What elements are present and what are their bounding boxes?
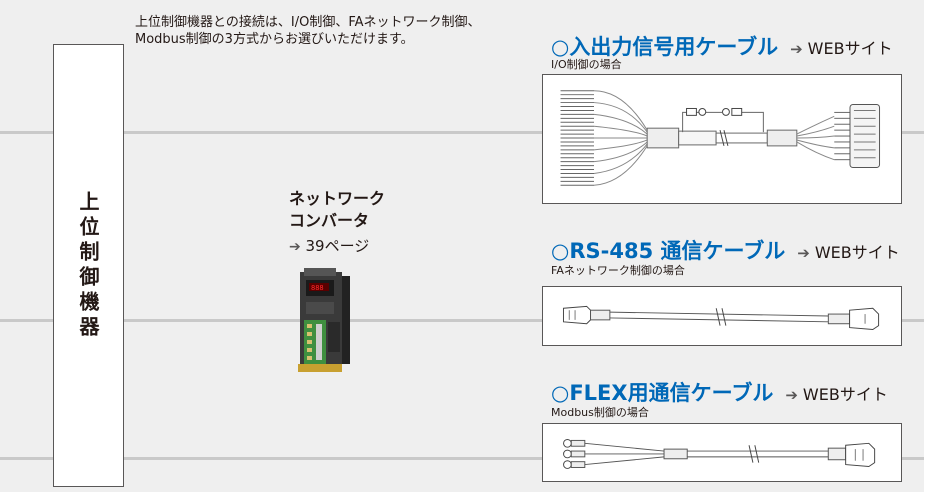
cable-flex-title: ○ FLEX用通信ケーブル ➔ WEBサイト [551, 377, 888, 407]
cable-io-title: ○ 入出力信号用ケーブル ➔ WEBサイト [551, 31, 893, 61]
arrow-right-icon: ➔ [797, 244, 810, 262]
svg-text:888: 888 [311, 284, 324, 292]
circle-bullet-icon: ○ [551, 381, 570, 405]
cable-rs485-web-link[interactable]: WEBサイト [814, 243, 900, 262]
flex-cable-drawing [563, 438, 876, 469]
cable-flex-name: FLEX用通信ケーブル [569, 381, 774, 405]
arrow-right-icon: ➔ [289, 239, 301, 255]
cable-io-case: I/O制御の場合 [551, 58, 622, 71]
cable-io-web-link[interactable]: WEBサイト [807, 39, 893, 58]
cable-io-image-box [542, 74, 902, 204]
connection-line-io-left [0, 131, 543, 134]
cable-flex-image-box [542, 423, 902, 482]
arrow-right-icon: ➔ [785, 386, 798, 404]
converter-page-ref: 39ページ [305, 237, 370, 255]
intro-line-2: Modbus制御の3方式からお選びいただけます。 [135, 32, 414, 47]
connection-line-fa-left [0, 319, 543, 322]
host-controller-box: 上位制御機器 [53, 44, 124, 487]
cable-flex-case: Modbus制御の場合 [551, 406, 649, 419]
converter-title: ネットワーク コンバータ [289, 188, 385, 232]
connection-line-fa-right [902, 319, 924, 322]
converter-page-link[interactable]: ➔ 39ページ [289, 235, 369, 256]
converter-title-line-1: ネットワーク [289, 189, 386, 208]
connection-line-io-right [902, 131, 924, 134]
connection-line-modbus-right [902, 457, 924, 460]
arrow-right-icon: ➔ [790, 40, 803, 58]
circle-bullet-icon: ○ [551, 239, 570, 263]
cable-rs485-image-box [542, 286, 902, 346]
intro-line-1: 上位制御機器との接続は、I/O制御、FAネットワーク制御、 [135, 15, 481, 30]
cable-rs485-title: ○ RS-485 通信ケーブル ➔ WEBサイト [551, 235, 900, 265]
cable-io-name: 入出力信号用ケーブル [569, 35, 779, 59]
rs485-cable-drawing [562, 305, 880, 331]
cable-flex-web-link[interactable]: WEBサイト [802, 385, 888, 404]
cable-rs485-case: FAネットワーク制御の場合 [551, 264, 685, 277]
circle-bullet-icon: ○ [551, 35, 570, 59]
converter-title-line-2: コンバータ [289, 211, 370, 230]
host-controller-label: 上位制御機器 [76, 190, 100, 341]
io-cable-drawing [560, 90, 881, 186]
cable-rs485-name: RS-485 通信ケーブル [569, 239, 786, 263]
network-converter-image: 888 [296, 266, 352, 378]
intro-text: 上位制御機器との接続は、I/O制御、FAネットワーク制御、 Modbus制御の3… [135, 14, 555, 48]
connection-line-modbus-left [0, 457, 543, 460]
